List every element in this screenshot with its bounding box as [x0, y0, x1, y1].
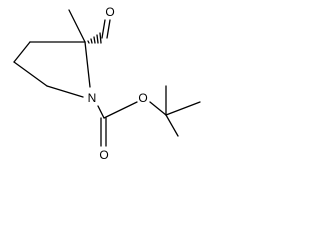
bond-cho-c-o-1	[101, 19, 106, 39]
bond-ring-c2-n	[84, 41, 91, 88]
molecule-drawing: N O O O	[13, 5, 201, 162]
structure-diagram: N O O O	[0, 0, 210, 164]
atom-label-n: N	[88, 91, 97, 105]
atom-label-o-carbonyl: O	[99, 148, 108, 162]
hashed-bond-c2-cho	[87, 32, 102, 44]
bond-tbu-methyl-right	[165, 101, 201, 116]
bond-ester-o-tbu	[149, 101, 167, 116]
atom-label-o-ester: O	[138, 91, 147, 105]
bond-ring-c4-c3	[13, 41, 31, 63]
bond-c2-methyl	[68, 9, 86, 43]
bond-cho-c-o-2	[106, 19, 111, 39]
atom-label-o-aldehyde: O	[105, 5, 114, 19]
bond-carbonyl-ester-o	[103, 101, 138, 119]
bond-tbu-methyl-down	[165, 114, 179, 137]
bond-ring-n-c5	[46, 85, 84, 98]
bond-ring-c5-c4	[13, 61, 48, 87]
bond-n-carbonyl-c	[97, 105, 105, 119]
